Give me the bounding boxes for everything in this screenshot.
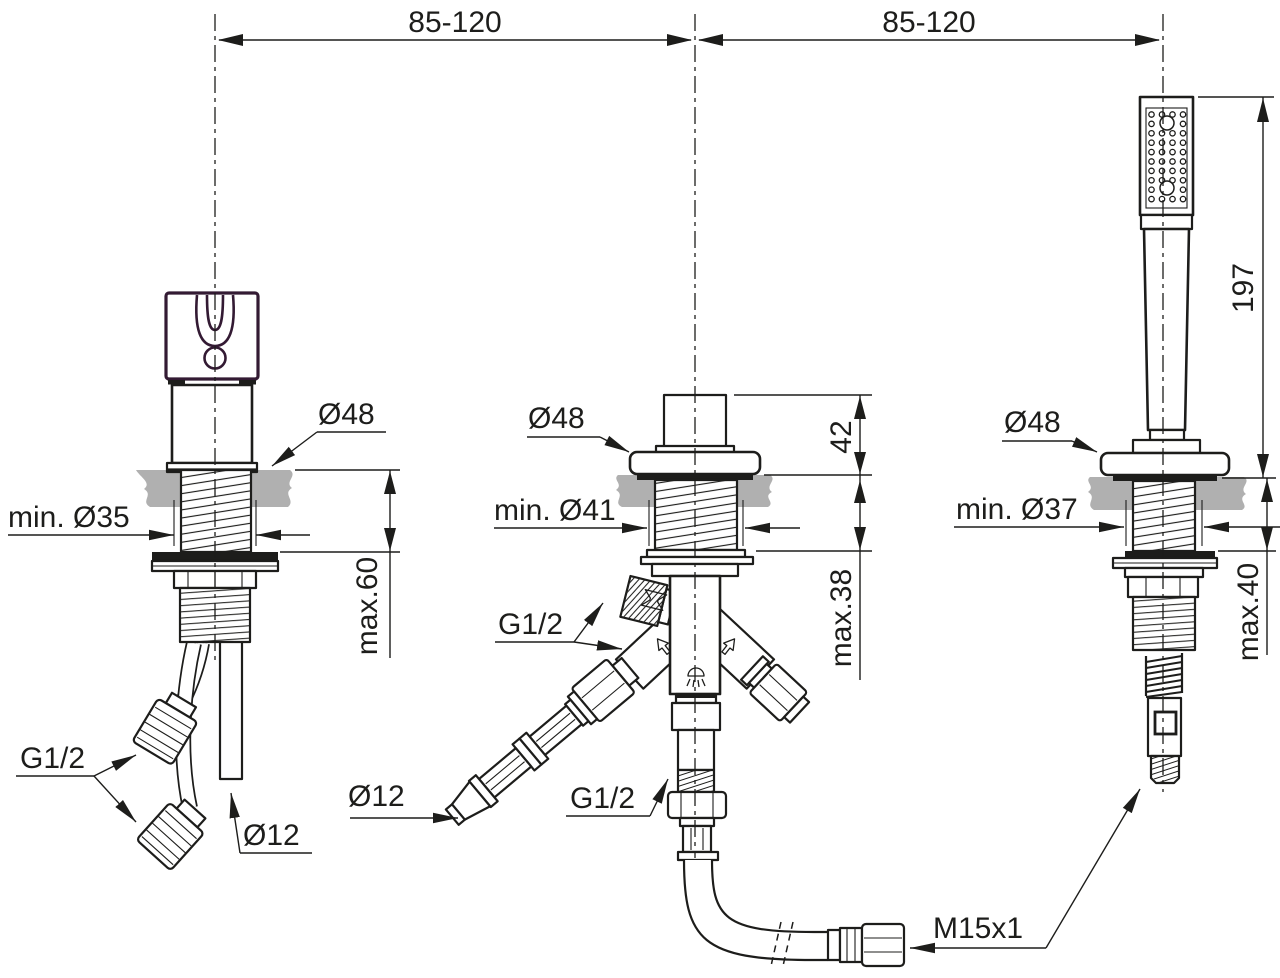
handshower-seal: [1113, 475, 1217, 481]
hose-break-mark: [782, 921, 794, 967]
dim-handshower-height: 197: [1198, 96, 1274, 478]
dim-label-spacing-right: 85-120: [882, 6, 975, 39]
dim-label-mixer-max-deck: max.60: [351, 557, 384, 655]
dim-label-handshower-max-deck: max.40: [1232, 563, 1265, 661]
dim-diverter-min-hole: min. Ø41: [494, 494, 800, 534]
hose-end-fitting: [826, 922, 906, 968]
dim-label-diverter-o12: Ø12: [348, 780, 405, 813]
dim-label-handshower-height: 197: [1227, 263, 1260, 313]
handshower-step: [1148, 428, 1186, 442]
dim-diverter-escutcheon: Ø48: [527, 402, 630, 453]
dim-handshower-escutcheon: Ø48: [1002, 406, 1098, 453]
dimensions: 85-120 85-120 Ø48 min. Ø35 max.60: [8, 6, 1280, 954]
dim-label-diverter-min-hole: min. Ø41: [494, 494, 616, 527]
dim-label-diverter-g12-outlet: G1/2: [498, 608, 563, 641]
centerlines: [214, 14, 1164, 858]
dim-label-mixer-dia: Ø48: [318, 398, 375, 431]
handshower-shank: [1125, 479, 1203, 553]
dim-spacing-left: 85-120: [218, 6, 692, 46]
dim-spacing-right: 85-120: [698, 6, 1160, 46]
dim-mixer-max-deck: max.60: [280, 469, 400, 658]
spout-symbol-icon: [640, 588, 668, 612]
hose-break-mark: [770, 921, 782, 967]
dim-diverter-outlet-thread: G1/2: [495, 602, 623, 651]
handshower-fastening: [1111, 551, 1219, 652]
handshower-ring: [1131, 438, 1202, 455]
handshower-escutcheon: [1099, 451, 1231, 477]
dim-hose-thread-m15: M15x1: [910, 788, 1141, 954]
diverter-shank: [648, 478, 744, 552]
dim-handshower-max-deck: max.40: [1218, 477, 1276, 661]
dim-label-diverter-height: 42: [825, 420, 858, 453]
dim-mixer-hose-thread: G1/2: [16, 742, 137, 823]
mixer-pipe: [218, 642, 244, 781]
handshower-handle: [1142, 227, 1191, 432]
handshower-neck: [1139, 213, 1194, 231]
dim-label-diverter-max-deck: max.38: [825, 569, 858, 667]
handshower-hose-spring: [1144, 652, 1184, 698]
handshower-hose-end: [1146, 696, 1183, 785]
diverter-right-fitting: [739, 655, 811, 724]
dim-diverter-riser-thread: G1/2: [566, 778, 669, 817]
right-unit-handshower: [1099, 95, 1231, 785]
dim-label-spacing-left: 85-120: [408, 6, 501, 39]
dim-label-m15x1: M15x1: [933, 912, 1023, 945]
dim-label-mixer-g12: G1/2: [20, 742, 85, 775]
handshower-head: [1138, 95, 1195, 217]
flow-arrow-right-icon: [721, 638, 736, 655]
dim-label-diverter-g12-riser: G1/2: [570, 782, 635, 815]
dim-diverter-height: 42: [734, 394, 872, 476]
dim-handshower-min-hole: min. Ø37: [954, 493, 1280, 533]
hose-connector-lower: [136, 798, 207, 870]
mixer-handle: [164, 291, 260, 385]
diverter-seal: [637, 474, 753, 480]
shower-symbol-icon: [686, 667, 706, 688]
mixer-shank: [173, 468, 257, 554]
dim-diverter-max-deck: max.38: [756, 475, 872, 680]
dim-mixer-min-hole: min. Ø35: [8, 501, 310, 541]
flow-arrow-left-icon: [656, 638, 671, 655]
dim-diverter-hose-tail: Ø12: [348, 780, 458, 824]
dim-label-mixer-min-hole: min. Ø35: [8, 501, 130, 534]
middle-unit-diverter: [444, 393, 906, 968]
diverter-outlet-thread: [619, 574, 678, 628]
diverter-riser: [666, 692, 728, 862]
dim-mixer-escutcheon: Ø48: [271, 398, 386, 467]
hose-connector-upper: [132, 691, 198, 765]
diverter-hose-curve: [682, 859, 906, 968]
dim-label-handshower-dia: Ø48: [1004, 406, 1061, 439]
mixer-body: [170, 383, 254, 465]
spray-nozzles: [1148, 111, 1187, 203]
dim-label-diverter-dia: Ø48: [528, 402, 585, 435]
dim-label-mixer-pipe: Ø12: [243, 819, 300, 852]
dim-label-handshower-min-hole: min. Ø37: [956, 493, 1078, 526]
dim-mixer-pipe-dia: Ø12: [229, 792, 312, 854]
mixer-inlet-hoses: [132, 641, 210, 870]
diverter-flex-hose: [444, 656, 640, 826]
hose-end-window: [1153, 710, 1178, 736]
